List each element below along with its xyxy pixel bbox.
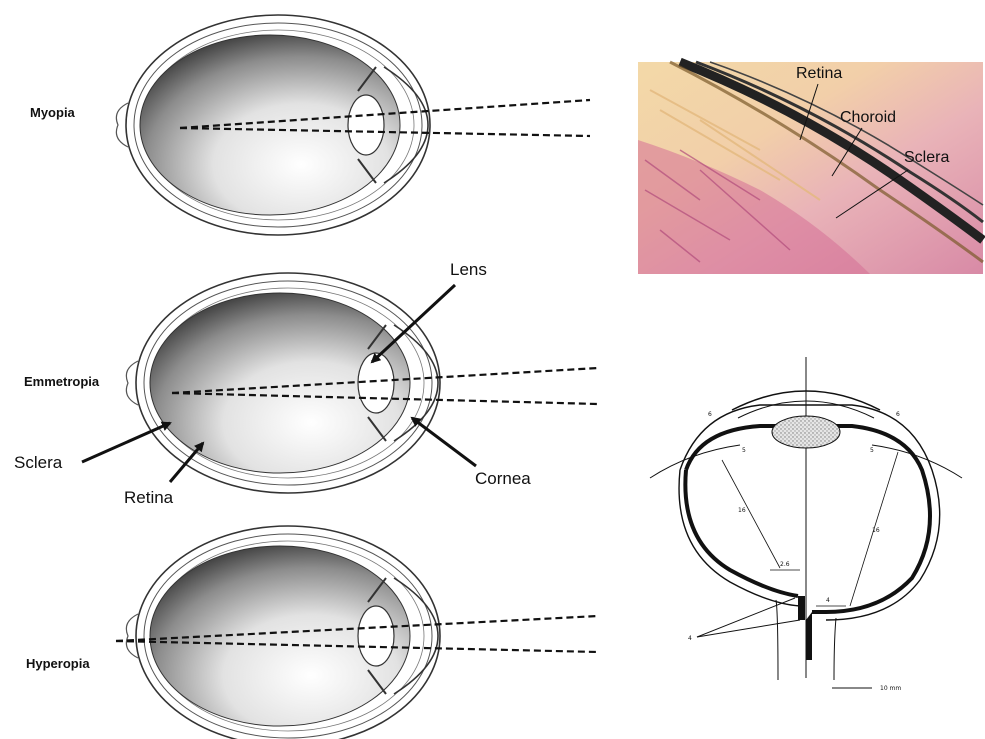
emmetropia-label: Emmetropia bbox=[24, 374, 100, 389]
sclera-label: Sclera bbox=[14, 453, 63, 472]
schematic-mark-2: 6 bbox=[896, 411, 900, 418]
hyperopia-label: Hyperopia bbox=[26, 656, 90, 671]
histology-sclera-label: Sclera bbox=[904, 149, 949, 166]
retina-label: Retina bbox=[124, 488, 174, 507]
cornea-label: Cornea bbox=[475, 469, 531, 488]
schematic-mark-9: 4 bbox=[688, 635, 692, 642]
lens-label: Lens bbox=[450, 260, 487, 279]
schematic-optic-disc bbox=[798, 596, 805, 620]
myopia-label: Myopia bbox=[30, 105, 76, 120]
histology-retina-label: Retina bbox=[796, 65, 842, 82]
schematic-mark-7: 2.6 bbox=[780, 561, 790, 568]
schematic-mark-8: 4 bbox=[826, 597, 830, 604]
schematic-mark-5: 16 bbox=[738, 507, 746, 514]
schematic-mark-3: 5 bbox=[742, 447, 746, 454]
myopia-eye bbox=[116, 15, 430, 235]
schematic-optic-nerve bbox=[806, 612, 812, 660]
schematic-mark-6: 16 bbox=[872, 527, 880, 534]
histology-choroid-label: Choroid bbox=[840, 109, 896, 126]
schematic-scale-label: 10 mm bbox=[880, 685, 901, 692]
emmetropia-eye bbox=[126, 273, 440, 493]
sclera-arrow bbox=[82, 423, 170, 462]
schematic-lens bbox=[772, 416, 840, 448]
histology-image bbox=[638, 62, 983, 274]
schematic-mark-1: 6 bbox=[708, 411, 712, 418]
cornea-arrow bbox=[412, 418, 476, 466]
schematic-mark-4: 5 bbox=[870, 447, 874, 454]
